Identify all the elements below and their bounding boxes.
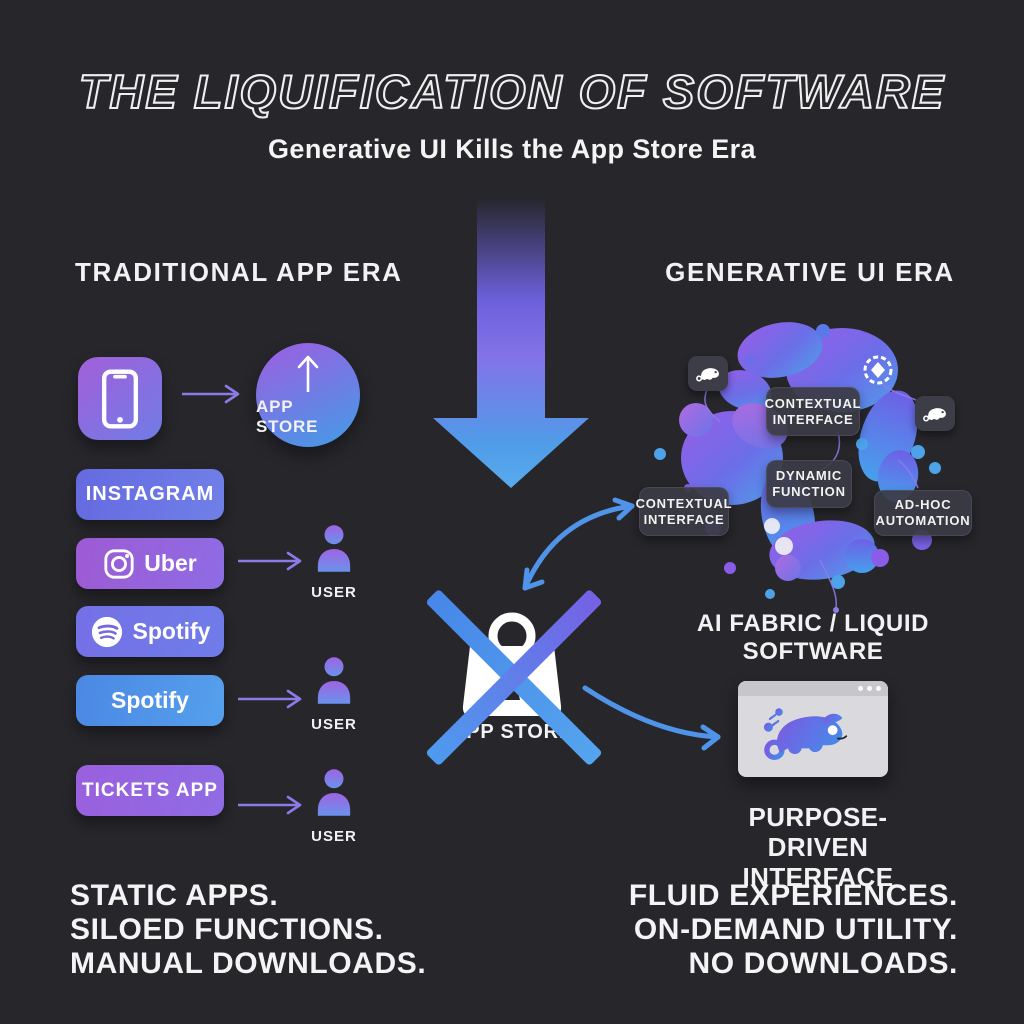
purpose-line: PURPOSE-DRIVEN [748,802,888,862]
chip-line: AUTOMATION [875,513,971,528]
window-dots-icon [858,686,863,691]
window-dots-icon [867,686,872,691]
chip-line: INTERFACE [772,411,854,427]
svg-text:THE LIQUIFICATION OF SOFTWARE: THE LIQUIFICATION OF SOFTWARE [79,65,946,118]
chip-dynamic-function: DYNAMIC FUNCTION [766,460,852,508]
generative-summary: FLUID EXPERIENCES. ON-DEMAND UTILITY. NO… [629,879,958,981]
crossed-app-store-label: APP STORE [450,721,574,743]
user-figure: USER [306,656,362,733]
chip-line: FUNCTION [772,484,846,499]
app-button-label: INSTAGRAM [85,483,215,505]
person-icon [317,525,351,572]
chip-line: CONTEXTUAL [635,495,733,511]
app-button-spotify-2: Spotify [76,675,224,726]
user-figure: USER [306,524,362,601]
app-button-spotify: Spotify [76,606,224,657]
browser-window [738,681,888,777]
app-button-tickets: TICKETS APP [76,765,224,816]
app-button-instagram: INSTAGRAM [76,469,224,520]
chip-adhoc-automation: AD-HOC AUTOMATION [874,490,972,536]
generative-era-header: GENERATIVE UI ERA [665,257,955,287]
app-button-label: TICKETS APP [82,779,218,801]
target-ring-icon [863,355,893,385]
down-arrow-icon [433,198,589,488]
chameleon-icon [923,407,946,421]
app-button-label: Uber [144,550,197,576]
purpose-driven-label: PURPOSE-DRIVEN INTERFACE [718,802,918,892]
chip-line: DYNAMIC [775,468,843,483]
person-icon [317,657,351,704]
arrow-tickets-to-user [238,795,302,815]
arrow-phone-to-store [182,384,240,404]
instagram-icon [104,548,134,579]
purpose-line: INTERFACE [742,862,894,892]
traditional-summary: STATIC APPS. SILOED FUNCTIONS. MANUAL DO… [70,879,426,981]
page-title: THE LIQUIFICATION OF SOFTWARE [78,64,946,119]
chameleon-icon [763,707,848,760]
up-arrow-icon [297,355,319,392]
summary-line: NO DOWNLOADS. [688,947,958,980]
summary-line: STATIC APPS. [70,879,279,912]
x-cross-icon [425,588,603,767]
user-figure: USER [306,768,362,845]
traditional-era-header: TRADITIONAL APP ERA [75,257,403,287]
arrow-uber-to-user [238,551,302,571]
phone-tile [78,357,162,440]
spotify-icon [91,616,122,647]
smartphone-icon [102,369,138,428]
chip-line: CONTEXTUAL [764,395,862,411]
white-doodles [764,518,793,555]
chip-line: AD-HOC [894,497,952,512]
chameleon-chip [688,356,728,391]
app-button-uber: Uber [76,538,224,589]
app-store-circle: APP STORE [256,343,360,447]
page-subtitle: Generative UI Kills the App Store Era [268,134,756,164]
window-body [738,696,888,777]
chip-line: INTERFACE [643,511,725,527]
chameleon-chip [915,396,955,431]
window-dots-icon [876,686,881,691]
person-icon [317,769,351,816]
user-label: USER [311,716,357,733]
user-label: USER [311,584,357,601]
window-title-bar [738,681,888,696]
summary-line: FLUID EXPERIENCES. [628,879,958,912]
ai-fabric-label: AI FABRIC / LIQUID SOFTWARE [696,610,930,665]
chip-contextual-interface: CONTEXTUAL INTERFACE [764,387,862,436]
app-button-label: Spotify [132,618,211,644]
summary-line: ON-DEMAND UTILITY. [633,913,958,946]
chip-contextual-interface-2: CONTEXTUAL INTERFACE [636,487,732,536]
app-button-label: Spotify [111,687,189,713]
summary-line: MANUAL DOWNLOADS. [70,947,427,980]
chameleon-icon [696,367,719,381]
user-label: USER [311,828,357,845]
app-store-circle-label: APP STORE [256,396,319,436]
summary-line: SILOED FUNCTIONS. [70,913,384,946]
arrow-spotify-to-user [238,689,302,709]
